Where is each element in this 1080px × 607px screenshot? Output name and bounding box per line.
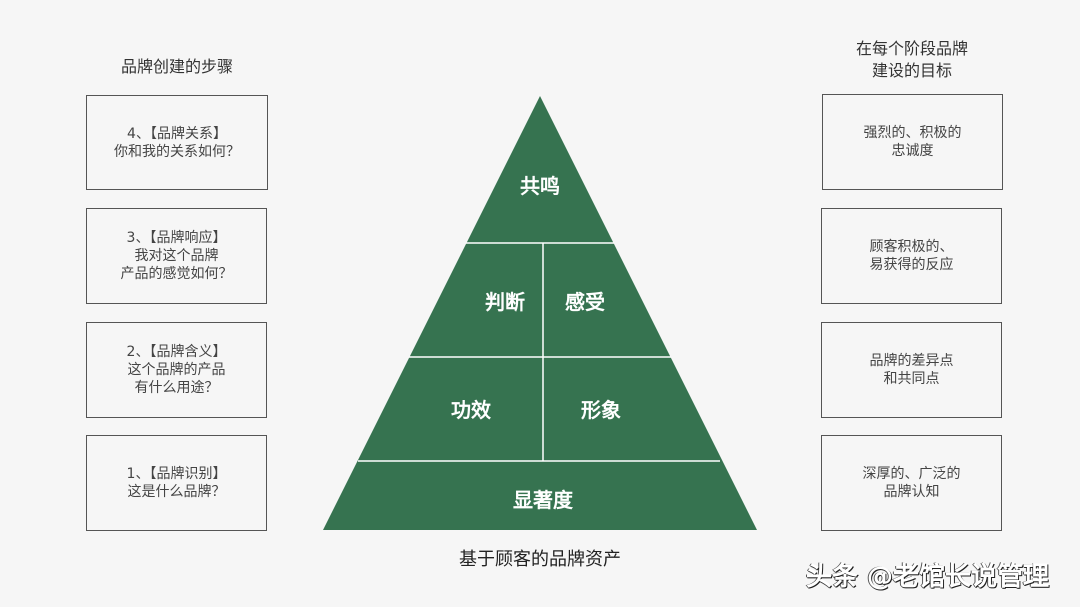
goal-box-2-text: 品牌的差异点 和共同点 (869, 353, 954, 387)
watermark: 头条 @老馆长说管理 (806, 562, 1050, 592)
right-column-title: 在每个阶段品牌 建设的目标 (855, 39, 968, 80)
goal-box-3-text: 顾客积极的、 易获得的反应 (869, 239, 954, 273)
tier-feelings: 感受 (565, 290, 605, 314)
step-box-3-text: 3、【品牌响应】 我对这个品牌 产品的感觉如何？ (120, 230, 233, 282)
step-box-3: 3、【品牌响应】 我对这个品牌 产品的感觉如何？ (86, 208, 267, 304)
step-box-2-text: 2、【品牌含义】 这个品牌的产品 有什么用途？ (126, 344, 227, 396)
goal-box-2: 品牌的差异点 和共同点 (821, 322, 1002, 418)
goal-box-3: 顾客积极的、 易获得的反应 (821, 208, 1002, 304)
step-box-1: 1、【品牌识别】 这是什么品牌？ (86, 435, 267, 531)
goal-box-4: 强烈的、积极的 忠诚度 (822, 94, 1003, 190)
tier-judgments: 判断 (485, 290, 525, 314)
tier-salience: 显著度 (513, 488, 573, 512)
step-box-4: 4、【品牌关系】 你和我的关系如何？ (86, 95, 268, 190)
pyramid-caption: 基于顾客的品牌资产 (459, 549, 621, 570)
step-box-2: 2、【品牌含义】 这个品牌的产品 有什么用途？ (86, 322, 267, 418)
tier-imagery: 形象 (581, 398, 621, 422)
tier-performance: 功效 (451, 398, 491, 422)
goal-box-4-text: 强烈的、积极的 忠诚度 (863, 125, 962, 159)
goal-box-1-text: 深厚的、广泛的 品牌认知 (862, 466, 961, 500)
pyramid-shape (323, 96, 757, 530)
tier-resonance: 共鸣 (520, 174, 560, 198)
goal-box-1: 深厚的、广泛的 品牌认知 (821, 435, 1002, 531)
left-column-title: 品牌创建的步骤 (120, 57, 233, 76)
step-box-1-text: 1、【品牌识别】 这是什么品牌？ (126, 466, 227, 500)
step-box-4-text: 4、【品牌关系】 你和我的关系如何？ (114, 125, 240, 160)
